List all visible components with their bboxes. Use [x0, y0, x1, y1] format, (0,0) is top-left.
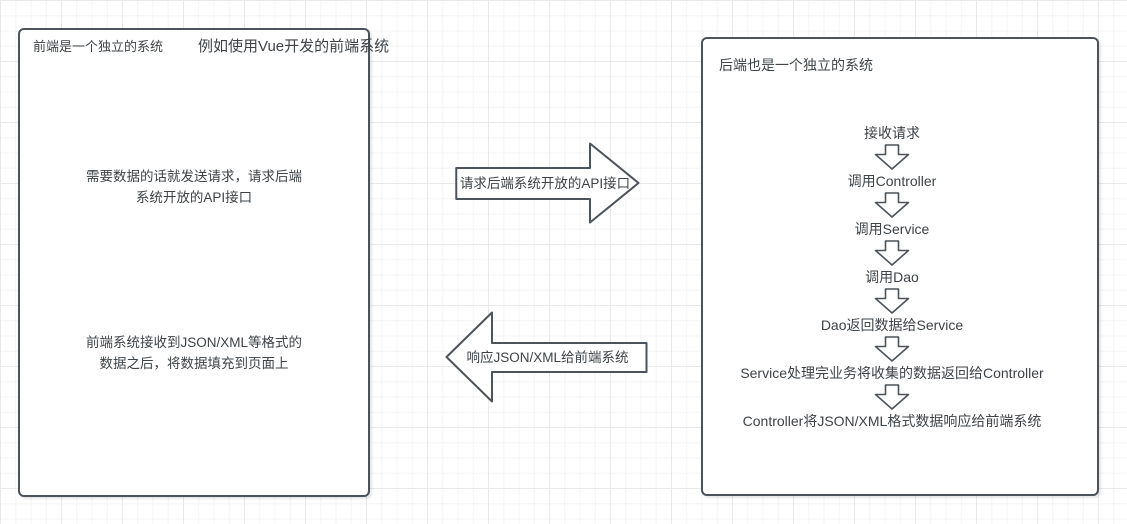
backend-step-service-return: Service处理完业务将收集的数据返回给Controller — [740, 365, 1044, 381]
backend-step-call-service: 调用Service — [854, 221, 930, 237]
frontend-request-note-line1: 需要数据的话就发送请求，请求后端 — [86, 169, 302, 184]
frontend-box-header: 前端是一个独立的系统 例如使用Vue开发的前端系统 — [33, 38, 389, 56]
right-block-arrow-icon — [455, 142, 640, 224]
backend-step-dao-return: Dao返回数据给Service — [820, 317, 964, 333]
frontend-render-note-line2: 数据之后，将数据填充到页面上 — [99, 356, 289, 371]
down-arrow-icon[interactable] — [874, 288, 910, 314]
response-arrow-shape[interactable] — [445, 311, 648, 403]
left-block-arrow-icon — [445, 311, 648, 403]
down-arrow-icon[interactable] — [874, 336, 910, 362]
request-arrow-label: 请求后端系统开放的API接口 — [459, 176, 631, 191]
backend-flow-column: 接收请求 调用Controller 调用Service 调用Dao Dao返回数… — [703, 122, 1081, 432]
frontend-box-example-note: 例如使用Vue开发的前端系统 — [198, 38, 390, 55]
frontend-request-note-line2: 系统开放的API接口 — [135, 190, 253, 205]
request-arrow-shape[interactable] — [455, 142, 640, 224]
frontend-system-box[interactable]: 前端是一个独立的系统 例如使用Vue开发的前端系统 需要数据的话就发送请求，请求… — [18, 28, 389, 497]
down-arrow-icon[interactable] — [874, 144, 910, 170]
backend-step-call-dao: 调用Dao — [865, 269, 919, 285]
backend-step-controller-respond: Controller将JSON/XML格式数据响应给前端系统 — [742, 413, 1042, 429]
backend-step-call-controller: 调用Controller — [847, 173, 937, 189]
frontend-box-title: 前端是一个独立的系统 — [33, 39, 164, 54]
down-arrow-icon[interactable] — [874, 384, 910, 410]
down-arrow-icon[interactable] — [874, 240, 910, 266]
backend-system-box[interactable]: 后端也是一个独立的系统 接收请求 调用Controller 调用Service … — [701, 37, 1099, 496]
down-arrow-icon[interactable] — [874, 192, 910, 218]
frontend-request-note: 需要数据的话就发送请求，请求后端 系统开放的API接口 — [20, 166, 368, 208]
response-arrow-label: 响应JSON/XML给前端系统 — [466, 350, 629, 365]
backend-box-title: 后端也是一个独立的系统 — [719, 57, 873, 73]
frontend-render-note-line1: 前端系统接收到JSON/XML等格式的 — [85, 335, 302, 350]
backend-step-receive-request: 接收请求 — [864, 125, 920, 141]
frontend-render-note: 前端系统接收到JSON/XML等格式的 数据之后，将数据填充到页面上 — [20, 332, 368, 374]
